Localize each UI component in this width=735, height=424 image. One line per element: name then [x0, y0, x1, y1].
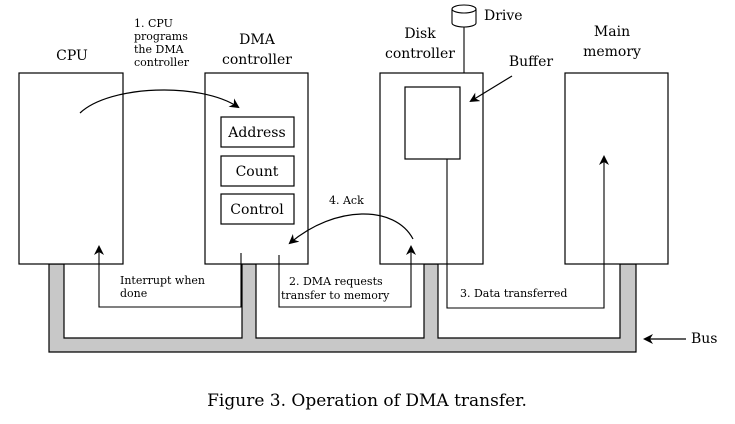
step1-line1: 1. CPU	[134, 17, 173, 30]
step3-label: 3. Data transferred	[460, 287, 567, 300]
memory-label-line1: Main	[594, 24, 630, 40]
arrow-buffer-pointer	[469, 75, 513, 103]
drive-label: Drive	[484, 8, 523, 24]
dma-label-line1: DMA	[239, 32, 276, 48]
arrow-interrupt	[94, 245, 242, 308]
cpu-label: CPU	[56, 48, 88, 64]
cpu-block	[18, 72, 124, 265]
buffer-box	[404, 86, 461, 160]
step1-line2: programs	[134, 30, 188, 43]
control-register	[220, 193, 295, 225]
register-address-label: Address	[227, 125, 285, 141]
interrupt-line2: done	[120, 287, 147, 300]
step2-line2: transfer to memory	[281, 289, 390, 302]
step1-line3: the DMA	[134, 43, 185, 56]
bus-label: Bus	[691, 331, 718, 347]
arrow-ack	[288, 213, 414, 245]
drive-icon	[451, 4, 477, 28]
register-control-label: Control	[230, 202, 284, 218]
arrow-cpu-programs-dma	[79, 89, 240, 114]
main-memory-block	[564, 72, 669, 265]
count-register	[220, 155, 295, 187]
dma-label-line2: controller	[222, 52, 292, 68]
memory-label-line2: memory	[583, 44, 641, 60]
register-count-label: Count	[236, 164, 279, 180]
arrow-dma-request	[278, 245, 416, 308]
figure-caption: Figure 3. Operation of DMA transfer.	[207, 391, 527, 411]
step1-line4: controller	[134, 56, 190, 69]
buffer-label: Buffer	[509, 54, 554, 70]
disk-label-line1: Disk	[404, 26, 436, 42]
arrow-data-transfer	[446, 155, 609, 309]
step4-label: 4. Ack	[329, 194, 364, 207]
address-register	[220, 116, 295, 148]
interrupt-line1: Interrupt when	[120, 274, 205, 287]
step2-line1: 2. DMA requests	[289, 275, 383, 288]
disk-label-line2: controller	[385, 46, 455, 62]
